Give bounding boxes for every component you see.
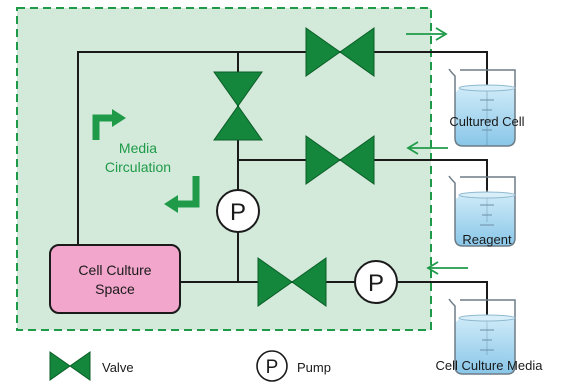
legend-pump-symbol: P <box>266 357 279 378</box>
beaker-reagent <box>448 175 516 247</box>
legend-pump-icon: P <box>256 350 288 382</box>
pump-center[interactable]: P <box>216 189 260 233</box>
cell-culture-space: Cell Culture Space <box>49 244 181 314</box>
circulation-arrow-bottom <box>164 176 200 213</box>
cell-culture-space-label-line2: Space <box>95 281 135 297</box>
valve-middle[interactable] <box>305 135 375 185</box>
pipe-top-line <box>77 51 488 245</box>
valve-vertical[interactable] <box>213 71 263 141</box>
pump-center-label: P <box>230 199 246 226</box>
legend-pump-label: Pump <box>297 360 331 375</box>
cell-culture-space-label-line1: Cell Culture <box>78 262 151 278</box>
pump-media-label: P <box>368 270 384 297</box>
valve-top[interactable] <box>305 27 375 77</box>
flow-arrow-in-reagent <box>406 141 448 155</box>
beaker-cultured-cell <box>448 68 516 147</box>
circulation-arrow-top <box>92 109 126 140</box>
valve-bottom[interactable] <box>257 257 327 307</box>
legend-valve-icon <box>49 351 91 381</box>
media-circulation-label-line2: Circulation <box>105 159 171 175</box>
beaker-cell-culture-media <box>448 298 516 375</box>
reagent-label: Reagent <box>462 232 512 247</box>
pump-media[interactable]: P <box>354 260 398 304</box>
cultured-cell-label: Cultured Cell <box>449 114 524 129</box>
media-circulation-label-line1: Media <box>119 140 157 156</box>
cell-culture-media-label: Cell Culture Media <box>436 358 544 373</box>
flow-arrow-in-media <box>426 261 468 275</box>
flow-arrow-out-cultured-cell <box>406 27 448 41</box>
legend-valve-label: Valve <box>102 360 134 375</box>
